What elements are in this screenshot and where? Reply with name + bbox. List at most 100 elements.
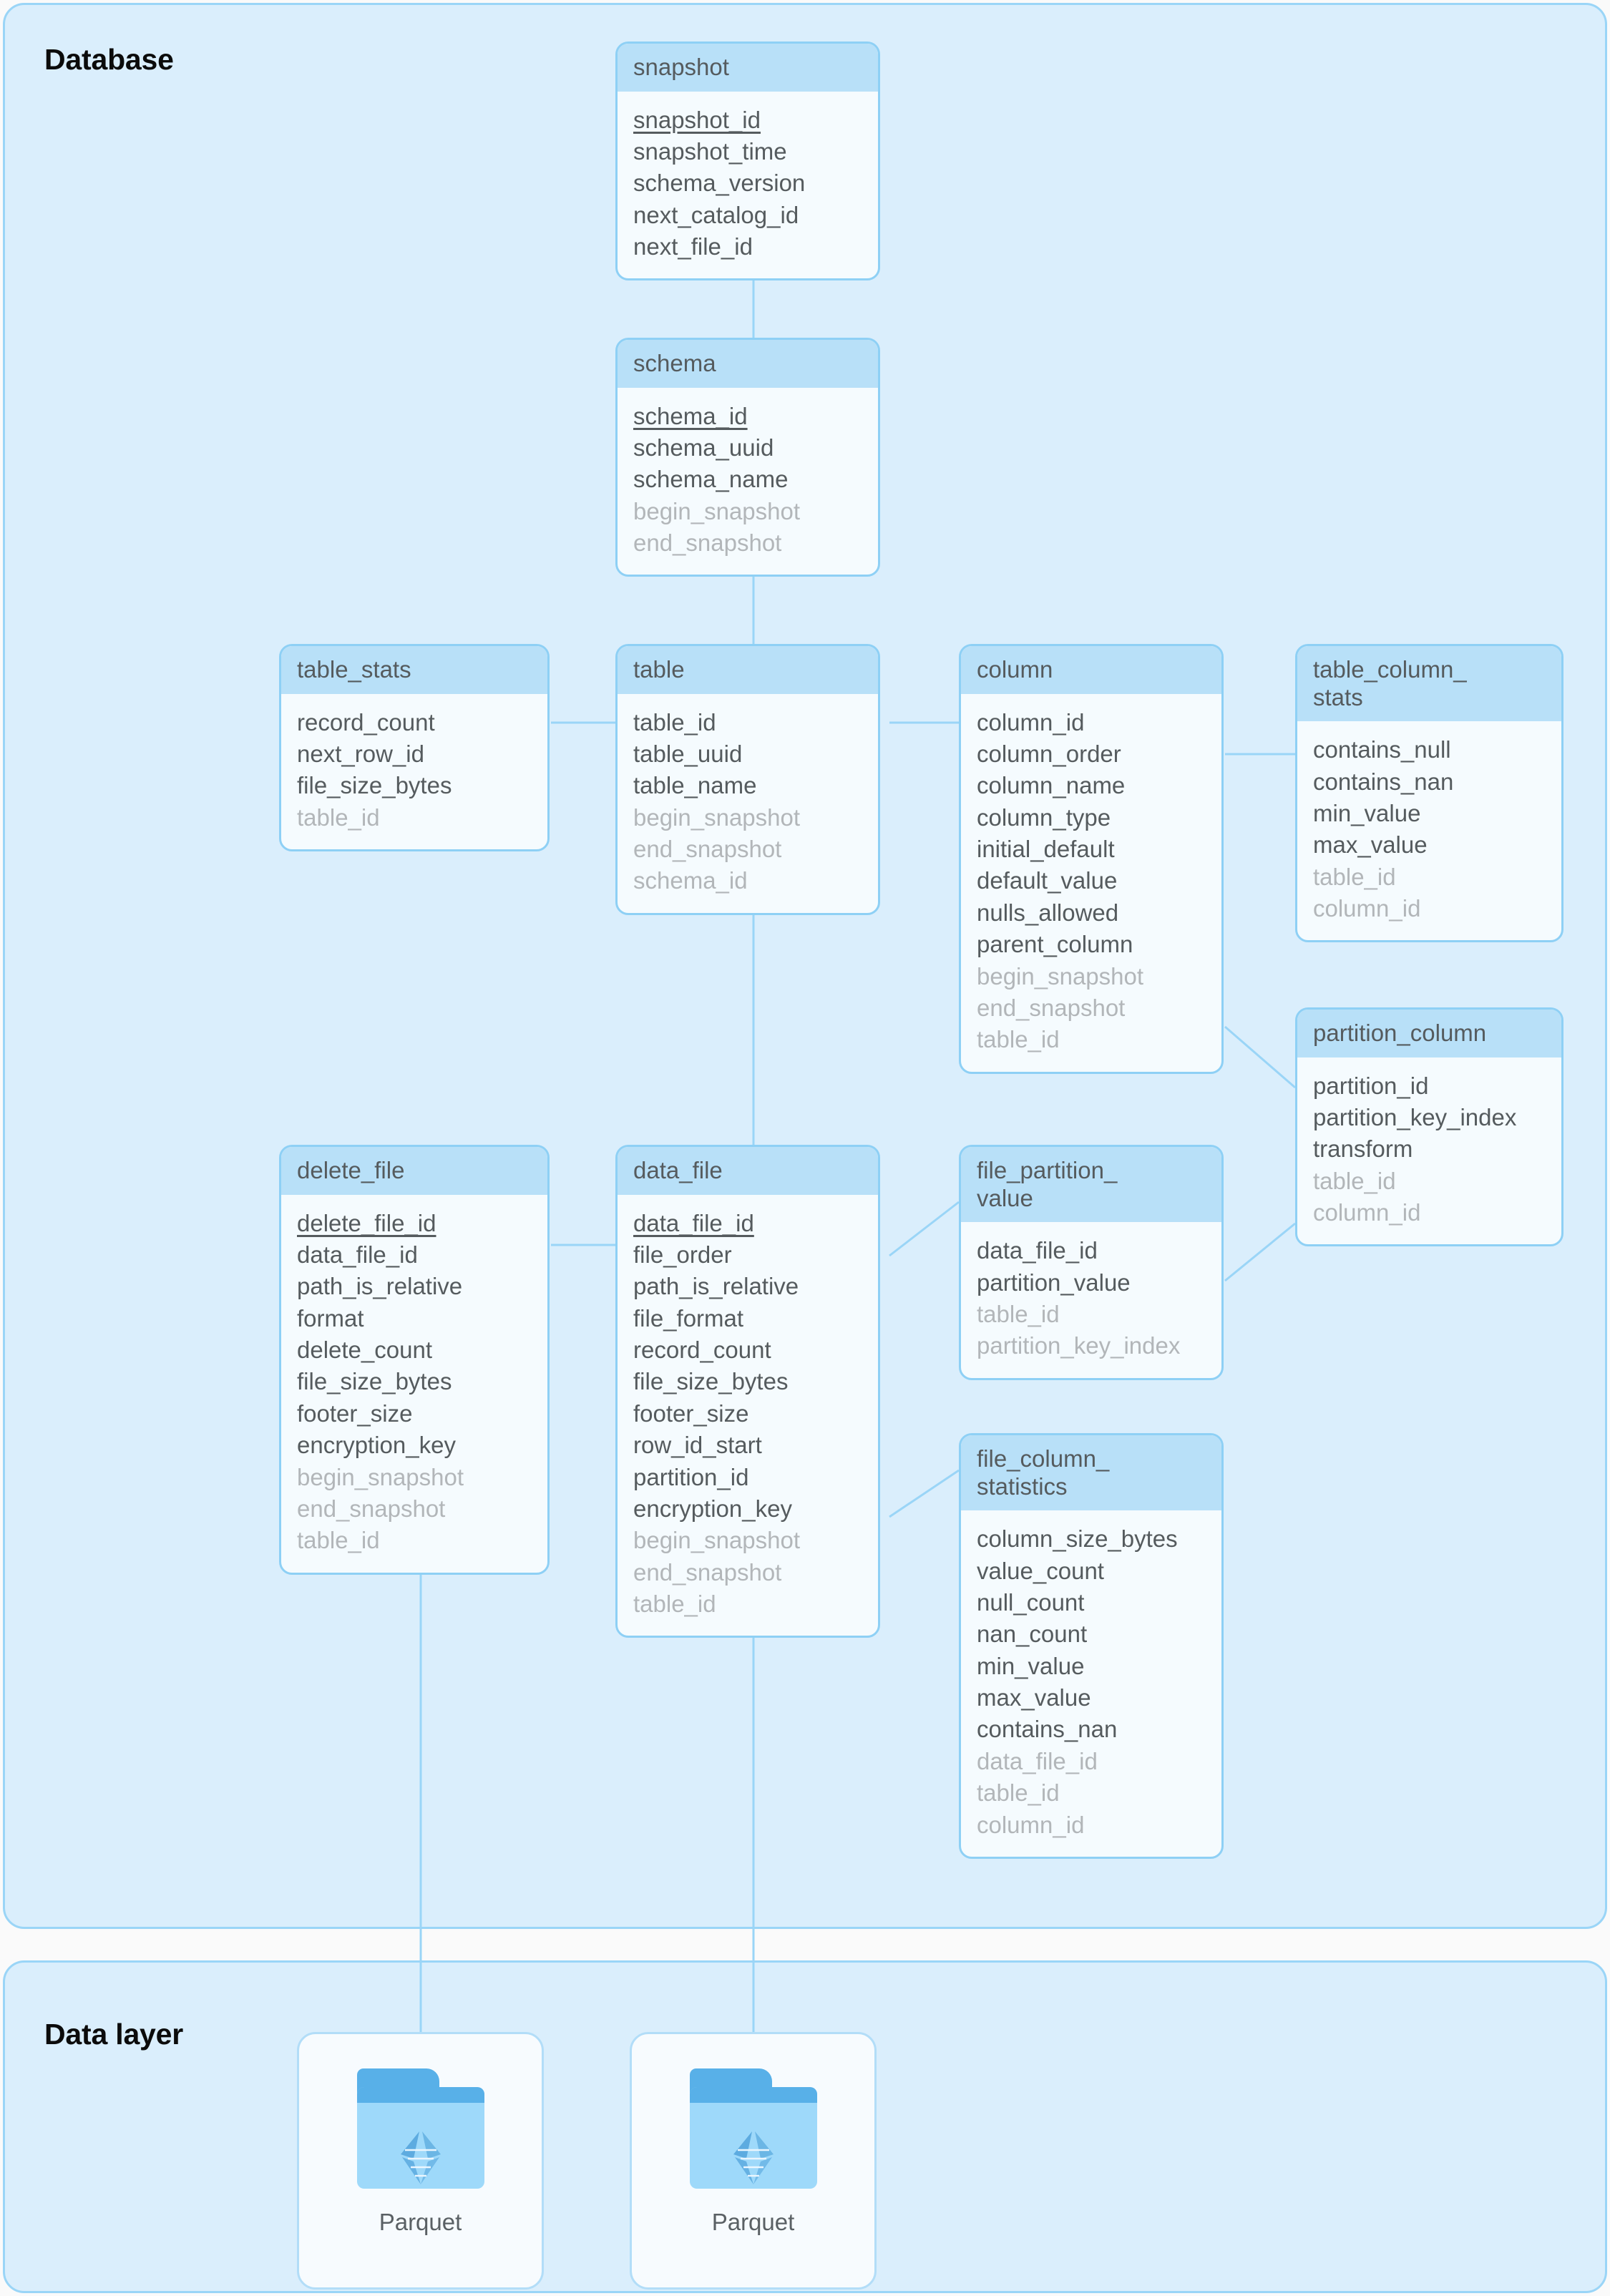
field-snapshot-schema_version: schema_version bbox=[633, 170, 806, 197]
entity-fields-schema: schema_id schema_uuid schema_name begin_sna… bbox=[618, 388, 878, 575]
field-file_column_statistics-column_size_bytes: column_size_bytes bbox=[977, 1525, 1178, 1553]
field-table_column_stats-contains_nan: contains_nan bbox=[1313, 768, 1454, 795]
field-delete_file-encryption_key: encryption_key bbox=[297, 1432, 456, 1459]
field-file_partition_value-partition_key_index: partition_key_index bbox=[977, 1332, 1181, 1359]
field-file_column_statistics-table_id: table_id bbox=[977, 1779, 1060, 1807]
field-column-end_snapshot: end_snapshot bbox=[977, 994, 1126, 1021]
field-table-table_uuid: table_uuid bbox=[633, 740, 743, 767]
field-snapshot-snapshot_id: snapshot_id bbox=[633, 106, 761, 133]
field-data_file-record_count: record_count bbox=[633, 1337, 771, 1364]
field-file_column_statistics-contains_nan: contains_nan bbox=[977, 1716, 1118, 1743]
field-table_stats-next_row_id: next_row_id bbox=[297, 740, 424, 767]
data-file-card-parquet-1[interactable]: Parquet bbox=[297, 2032, 544, 2290]
field-file_column_statistics-value_count: value_count bbox=[977, 1557, 1104, 1584]
data-file-label: Parquet bbox=[379, 2209, 462, 2235]
field-column-column_type: column_type bbox=[977, 803, 1111, 831]
field-file_partition_value-table_id: table_id bbox=[977, 1300, 1060, 1327]
entity-header-table_stats: table_stats bbox=[281, 646, 547, 694]
field-data_file-file_order: file_order bbox=[633, 1241, 732, 1268]
field-schema-schema_name: schema_name bbox=[633, 466, 789, 493]
field-column-default_value: default_value bbox=[977, 867, 1118, 894]
field-data_file-begin_snapshot: begin_snapshot bbox=[633, 1527, 801, 1554]
field-table-schema_id: schema_id bbox=[633, 867, 748, 894]
field-schema-schema_id: schema_id bbox=[633, 402, 748, 429]
field-partition_column-table_id: table_id bbox=[1313, 1167, 1396, 1194]
field-delete_file-footer_size: footer_size bbox=[297, 1399, 413, 1427]
field-column-begin_snapshot: begin_snapshot bbox=[977, 962, 1144, 990]
entity-table_stats[interactable]: table_stats record_count next_row_id file_s… bbox=[279, 644, 550, 852]
entity-partition_column[interactable]: partition_column partition_id partition_ke… bbox=[1295, 1007, 1563, 1247]
field-partition_column-partition_key_index: partition_key_index bbox=[1313, 1103, 1517, 1130]
field-column-parent_column: parent_column bbox=[977, 931, 1133, 958]
field-data_file-file_format: file_format bbox=[633, 1304, 744, 1332]
field-delete_file-table_id: table_id bbox=[297, 1527, 380, 1554]
entity-header-snapshot: snapshot bbox=[618, 44, 878, 92]
field-data_file-partition_id: partition_id bbox=[633, 1463, 749, 1490]
field-snapshot-snapshot_time: snapshot_time bbox=[633, 137, 787, 165]
field-schema-schema_uuid: schema_uuid bbox=[633, 434, 774, 461]
field-table_column_stats-max_value: max_value bbox=[1313, 831, 1428, 859]
parquet-folder-icon bbox=[689, 2068, 817, 2189]
field-data_file-end_snapshot: end_snapshot bbox=[633, 1558, 782, 1586]
field-delete_file-data_file_id: data_file_id bbox=[297, 1241, 418, 1268]
entity-header-data_file: data_file bbox=[618, 1147, 878, 1195]
field-table_stats-file_size_bytes: file_size_bytes bbox=[297, 772, 452, 799]
entity-data_file[interactable]: data_file data_file_id file_order path_is_r… bbox=[615, 1145, 880, 1638]
field-delete_file-file_size_bytes: file_size_bytes bbox=[297, 1368, 452, 1395]
field-data_file-table_id: table_id bbox=[633, 1591, 716, 1618]
field-delete_file-format: format bbox=[297, 1304, 364, 1332]
field-schema-end_snapshot: end_snapshot bbox=[633, 529, 782, 557]
field-delete_file-delete_count: delete_count bbox=[297, 1337, 432, 1364]
field-file_column_statistics-column_id: column_id bbox=[977, 1811, 1085, 1838]
field-file_column_statistics-nan_count: nan_count bbox=[977, 1621, 1088, 1648]
field-file_column_statistics-null_count: null_count bbox=[977, 1588, 1085, 1616]
field-data_file-data_file_id: data_file_id bbox=[633, 1209, 754, 1236]
field-column-initial_default: initial_default bbox=[977, 836, 1115, 863]
entity-header-partition_column: partition_column bbox=[1297, 1010, 1561, 1057]
panel-database bbox=[3, 3, 1607, 1929]
field-column-column_order: column_order bbox=[977, 740, 1121, 767]
field-schema-begin_snapshot: begin_snapshot bbox=[633, 497, 801, 524]
field-data_file-path_is_relative: path_is_relative bbox=[633, 1273, 799, 1300]
field-table_column_stats-column_id: column_id bbox=[1313, 895, 1421, 922]
field-table-begin_snapshot: begin_snapshot bbox=[633, 803, 801, 831]
parquet-folder-icon bbox=[356, 2068, 484, 2189]
field-table_column_stats-min_value: min_value bbox=[1313, 799, 1421, 826]
data-file-label: Parquet bbox=[711, 2209, 795, 2235]
entity-snapshot[interactable]: snapshot snapshot_id snapshot_time schema_v… bbox=[615, 41, 880, 281]
field-table_stats-record_count: record_count bbox=[297, 708, 435, 736]
field-table-table_id: table_id bbox=[633, 708, 716, 736]
field-file_partition_value-partition_value: partition_value bbox=[977, 1269, 1131, 1296]
field-file_column_statistics-min_value: min_value bbox=[977, 1652, 1085, 1679]
field-table-end_snapshot: end_snapshot bbox=[633, 836, 782, 863]
field-snapshot-next_catalog_id: next_catalog_id bbox=[633, 201, 799, 228]
field-delete_file-delete_file_id: delete_file_id bbox=[297, 1209, 436, 1236]
field-table_stats-table_id: table_id bbox=[297, 803, 380, 831]
panel-database-title: Database bbox=[44, 43, 174, 76]
field-data_file-row_id_start: row_id_start bbox=[633, 1432, 762, 1459]
data-file-card-parquet-2[interactable]: Parquet bbox=[630, 2032, 877, 2290]
entity-header-file_partition_value: file_partition_value bbox=[961, 1147, 1221, 1223]
field-file_column_statistics-data_file_id: data_file_id bbox=[977, 1747, 1098, 1774]
field-partition_column-column_id: column_id bbox=[1313, 1199, 1421, 1226]
field-partition_column-partition_id: partition_id bbox=[1313, 1072, 1429, 1099]
field-data_file-footer_size: footer_size bbox=[633, 1399, 749, 1427]
field-table_column_stats-table_id: table_id bbox=[1313, 863, 1396, 890]
